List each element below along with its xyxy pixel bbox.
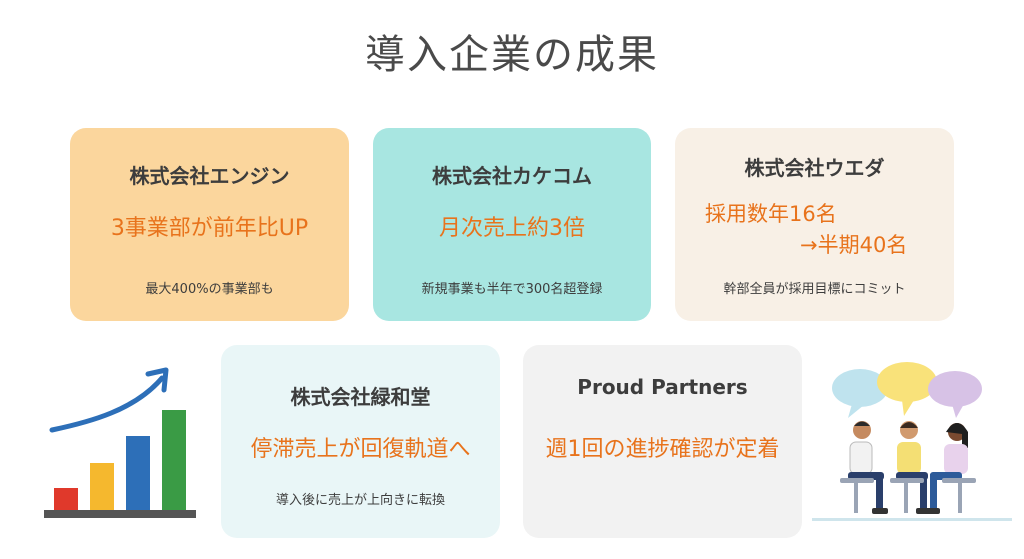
result-text-line2: →半期40名 bbox=[800, 233, 908, 257]
result-text: 週1回の進捗確認が定着 bbox=[545, 437, 780, 462]
result-text: 月次売上約3倍 bbox=[439, 216, 585, 241]
growth-arrow-head bbox=[145, 367, 169, 393]
growth-arrow-line bbox=[49, 375, 165, 433]
chair-seat bbox=[890, 478, 924, 483]
bar-yellow bbox=[90, 463, 114, 510]
chair-seat bbox=[840, 478, 874, 483]
chart-baseline bbox=[44, 510, 196, 518]
page-title: 導入企業の成果 bbox=[365, 32, 659, 78]
floor-line bbox=[812, 518, 1012, 521]
result-card-engine: 株式会社エンジン 3事業部が前年比UP 最大400%の事業部も bbox=[70, 128, 349, 321]
result-note: 幹部全員が採用目標にコミット bbox=[723, 282, 906, 297]
speech-bubble-blue bbox=[832, 369, 888, 407]
chair-seat bbox=[942, 478, 976, 483]
person-body bbox=[897, 442, 921, 474]
team-meeting-icon bbox=[812, 362, 1012, 521]
bar-red bbox=[54, 488, 78, 510]
company-name: 株式会社緑和堂 bbox=[290, 385, 431, 409]
company-name: 株式会社エンジン bbox=[129, 164, 290, 188]
bar-green bbox=[162, 410, 186, 510]
result-note: 最大400%の事業部も bbox=[145, 282, 274, 297]
result-card-kakecom: 株式会社カケコム 月次売上約3倍 新規事業も半年で300名超登録 bbox=[373, 128, 651, 321]
result-text-line1: 採用数年16名 bbox=[705, 202, 837, 226]
speech-bubble-yellow bbox=[877, 362, 937, 402]
company-name: 株式会社カケコム bbox=[432, 164, 592, 188]
company-name: 株式会社ウエダ bbox=[744, 156, 885, 180]
person-body bbox=[944, 444, 968, 474]
result-card-ueda: 株式会社ウエダ 採用数年16名 →半期40名 幹部全員が採用目標にコミット bbox=[675, 128, 954, 321]
result-text: 3事業部が前年比UP bbox=[110, 216, 309, 241]
person-body bbox=[849, 441, 873, 475]
result-note: 新規事業も半年で300名超登録 bbox=[421, 282, 603, 297]
company-name: Proud Partners bbox=[577, 375, 748, 399]
speech-bubble-purple bbox=[928, 371, 982, 407]
result-text: 停滞売上が回復軌道へ bbox=[250, 437, 471, 462]
result-card-proud-partners: Proud Partners 週1回の進捗確認が定着 bbox=[523, 345, 802, 538]
growth-bar-chart-icon bbox=[44, 367, 196, 518]
result-card-ryokuwado: 株式会社緑和堂 停滞売上が回復軌道へ 導入後に売上が上向きに転換 bbox=[221, 345, 500, 538]
bar-blue bbox=[126, 436, 150, 510]
result-note: 導入後に売上が上向きに転換 bbox=[275, 493, 445, 508]
